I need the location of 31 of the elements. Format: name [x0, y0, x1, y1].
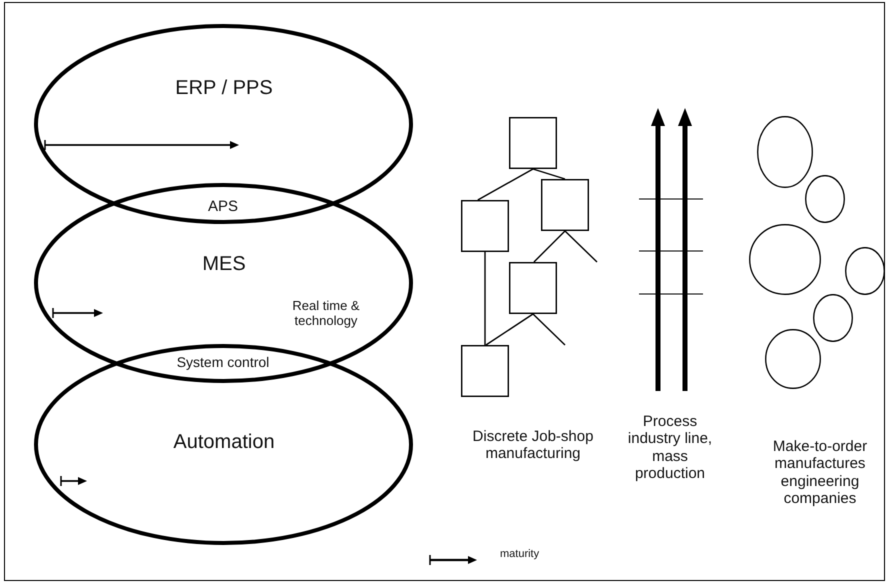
circle-shape: [749, 224, 821, 295]
ellipse: [34, 24, 413, 224]
node-title: MES: [201, 253, 247, 276]
connector-line: [564, 230, 598, 262]
overlap-label: APS: [206, 198, 239, 216]
box-shape: [509, 262, 557, 314]
box-shape: [541, 179, 589, 231]
column-caption: Discrete Job-shop manufacturing: [472, 428, 594, 462]
circle-shape: [765, 329, 821, 389]
column-caption: Make-to-order manufactures engineering companies: [772, 438, 868, 507]
connector-line: [532, 314, 566, 346]
box-shape: [461, 200, 509, 252]
node-note: Real time & technology: [291, 299, 361, 329]
legend-label: maturity: [500, 548, 540, 561]
circle-shape: [845, 247, 885, 295]
circle-shape: [757, 116, 813, 188]
connector-line: [477, 168, 534, 201]
circle-shape: [805, 175, 845, 223]
connector-line: [533, 230, 566, 262]
node-title: Automation: [172, 431, 276, 454]
ellipse: [34, 344, 413, 545]
ellipse: [34, 183, 413, 383]
box-shape: [509, 117, 557, 169]
circle-shape: [813, 294, 853, 342]
connector-line: [532, 168, 566, 180]
node-title: ERP / PPS: [174, 77, 274, 100]
box-shape: [461, 345, 509, 397]
connector-line: [486, 313, 534, 346]
column-caption: Process industry line, mass production: [626, 413, 714, 482]
connector-line: [484, 252, 486, 345]
overlap-label: System control: [176, 354, 270, 370]
